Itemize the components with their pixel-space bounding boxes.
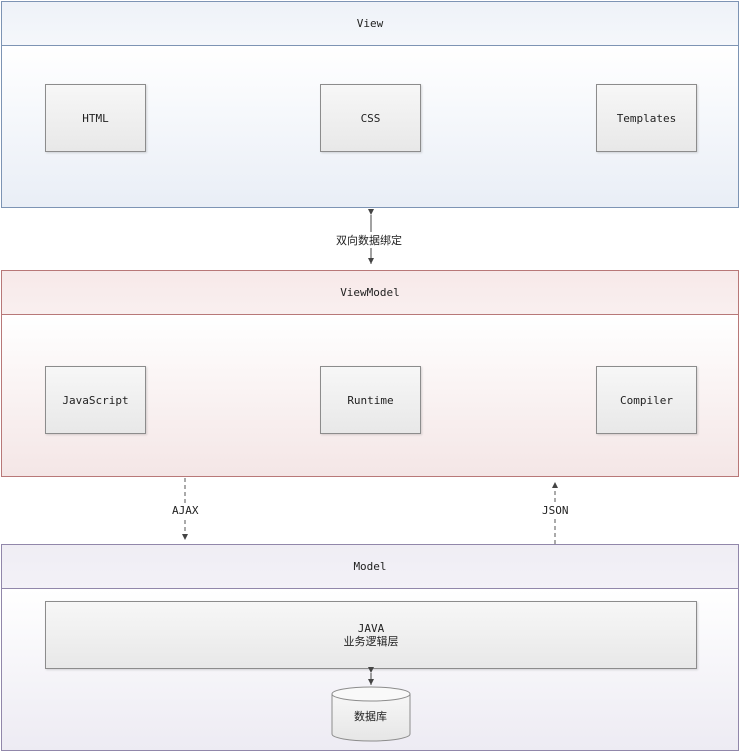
json-label: JSON [540,504,571,517]
business-logic-box: JAVA 业务逻辑层 [45,601,697,669]
business-logic-line1: JAVA [357,622,385,635]
model-layer-title: Model [2,545,738,589]
runtime-box: Runtime [320,366,421,434]
viewmodel-layer: ViewModel [1,270,739,477]
templates-box: Templates [596,84,697,152]
html-box: HTML [45,84,146,152]
compiler-box: Compiler [596,366,697,434]
view-layer-title: View [2,2,738,46]
css-box: CSS [320,84,421,152]
business-logic-line2: 业务逻辑层 [343,635,399,648]
ajax-label: AJAX [170,504,201,517]
database-cylinder [331,686,411,742]
viewmodel-layer-title: ViewModel [2,271,738,315]
javascript-box: JavaScript [45,366,146,434]
binding-label: 双向数据绑定 [334,232,404,248]
database-label: 数据库 [354,710,387,723]
